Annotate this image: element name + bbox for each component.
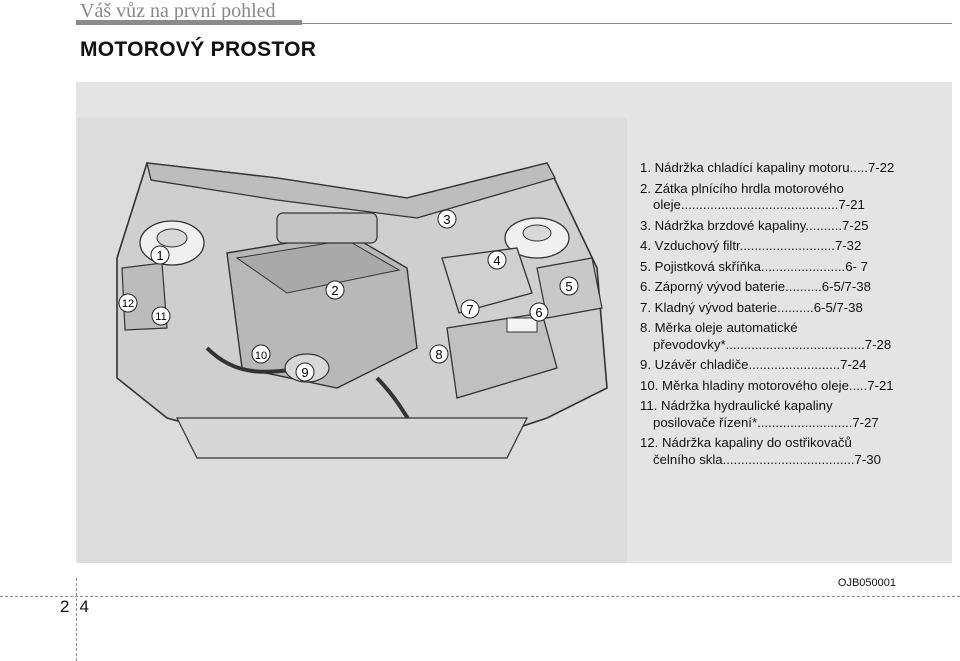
page-number: 24	[60, 597, 99, 617]
svg-text:9: 9	[301, 365, 308, 380]
component-legend: 1. Nádržka chladící kapaliny motoru.....…	[640, 160, 905, 472]
svg-text:4: 4	[493, 253, 500, 268]
legend-item: 6. Záporný vývod baterie..........6-5/7-…	[640, 279, 905, 296]
svg-text:12: 12	[122, 298, 134, 310]
legend-item: 11. Nádržka hydraulické kapaliny posilov…	[640, 398, 905, 431]
svg-text:6: 6	[535, 305, 542, 320]
svg-text:2: 2	[331, 283, 338, 298]
legend-item: 12. Nádržka kapaliny do ostřikovačů čeln…	[640, 435, 905, 468]
legend-item: 9. Uzávěr chladiče......................…	[640, 357, 905, 374]
figure-code: OJB050001	[838, 577, 896, 589]
engine-bay-illustration: 1 2 3 4 5 6 7 8 9 10 11 12	[77, 118, 627, 563]
header-rule-accent	[76, 20, 302, 25]
legend-item: 7. Kladný vývod baterie..........6-5/7-3…	[640, 300, 905, 317]
section-title: MOTOROVÝ PROSTOR	[80, 38, 316, 62]
legend-item: 10. Měrka hladiny motorového oleje.....7…	[640, 378, 905, 395]
svg-text:10: 10	[255, 350, 267, 362]
footer-divider	[0, 596, 960, 597]
svg-text:11: 11	[155, 311, 166, 323]
legend-item: 1. Nádržka chladící kapaliny motoru.....…	[640, 160, 905, 177]
svg-text:8: 8	[435, 347, 442, 362]
legend-item: 8. Měrka oleje automatické převodovky*..…	[640, 320, 905, 353]
legend-item: 2. Zátka plnícího hrdla motorového oleje…	[640, 181, 905, 214]
svg-text:1: 1	[156, 248, 163, 263]
legend-item: 4. Vzduchový filtr......................…	[640, 238, 905, 255]
header-rule	[302, 23, 952, 24]
legend-item: 5. Pojistková skříňka...................…	[640, 259, 905, 276]
svg-text:3: 3	[443, 212, 450, 227]
footer-vertical-divider	[76, 578, 77, 661]
legend-item: 3. Nádržka brzdové kapaliny..........7-2…	[640, 218, 905, 235]
svg-text:5: 5	[565, 279, 572, 294]
svg-text:7: 7	[466, 302, 473, 317]
